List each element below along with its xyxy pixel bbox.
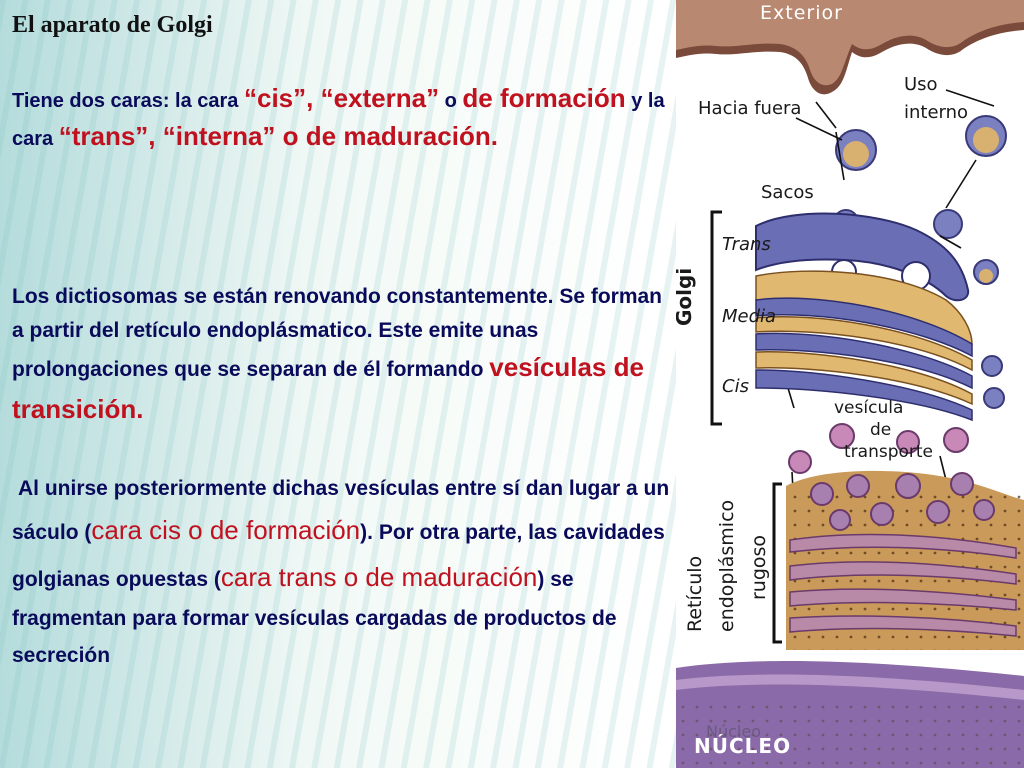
label-cis: Cis <box>722 376 749 397</box>
maturation-term: de maduración. <box>305 120 498 151</box>
vesicle <box>933 209 963 239</box>
text-run: y la cara <box>12 90 665 150</box>
text-run: Tiene dos caras: la cara <box>12 90 244 112</box>
label-interno: interno <box>904 102 969 123</box>
trans-maturation-term: cara trans o de maduración <box>220 561 538 592</box>
paragraph-dictyosomes: Los dictiosomas se están renovando const… <box>12 280 662 430</box>
arrows <box>787 89 995 509</box>
text-run: o <box>275 120 306 151</box>
label-nucleo: NÚCLEO <box>694 734 792 758</box>
er-cisternae <box>789 533 1017 637</box>
cis-formation-term: cara cis o de formación <box>91 515 361 546</box>
transition-vesicles-term: vesículas de transición. <box>12 352 644 424</box>
label-transporte: transporte <box>844 442 934 462</box>
label-de: de <box>870 420 892 440</box>
paragraph-faces: Tiene dos caras: la cara “cis”, “externa… <box>12 80 682 155</box>
text-run: o <box>439 90 463 112</box>
text-run: Los dictiosomas se están renovando const… <box>12 285 663 382</box>
label-vesicula: vesícula <box>834 398 904 418</box>
label-exterior: Exterior <box>760 2 843 24</box>
text-run: ) se fragmentan para formar vesículas ca… <box>12 567 617 668</box>
label-sacos: Sacos <box>761 182 814 203</box>
text-run: Al unirse posteriormente dichas vesícula… <box>12 477 670 545</box>
label-endoplasmico: endoplásmico <box>716 499 738 632</box>
label-trans: Trans <box>722 234 771 255</box>
slide-title: El aparato de Golgi <box>12 12 213 38</box>
golgi-bracket <box>710 210 722 426</box>
golgi-trans-cisterna <box>755 212 970 302</box>
golgi-media-cisterna <box>755 297 973 358</box>
plasma-membrane-inner <box>676 0 1024 86</box>
vesicle-content <box>843 141 869 167</box>
golgi-diagram: Exterior Hacia fuera Uso interno Sacos T… <box>676 0 1024 768</box>
er-vesicles <box>810 472 995 531</box>
label-hacia-fuera: Hacia fuera <box>698 98 802 119</box>
trans-face-term: “trans”, “interna” <box>58 120 276 151</box>
background-streaks <box>0 0 680 768</box>
label-golgi: Golgi <box>676 267 696 326</box>
golgi-cis-cisterna <box>755 369 973 422</box>
vesicle-content <box>979 269 993 283</box>
label-nucleo-faint: Núcleo <box>706 722 761 741</box>
text-run: ). Por otra parte, las cavidades golgian… <box>12 521 665 591</box>
transport-vesicles <box>788 423 969 474</box>
label-reticulo: Retículo <box>684 555 706 632</box>
golgi-illustration <box>676 0 1024 768</box>
formation-term: de formación <box>462 83 626 113</box>
paragraph-sacculus: Al unirse posteriormente dichas vesícula… <box>12 470 672 675</box>
er-bracket <box>772 482 782 644</box>
label-rugoso: rugoso <box>748 534 770 600</box>
label-uso: Uso <box>904 74 938 95</box>
vesicle-content <box>973 127 999 153</box>
cis-face-term: “cis”, “externa” <box>243 83 440 113</box>
label-media: Media <box>722 306 777 327</box>
